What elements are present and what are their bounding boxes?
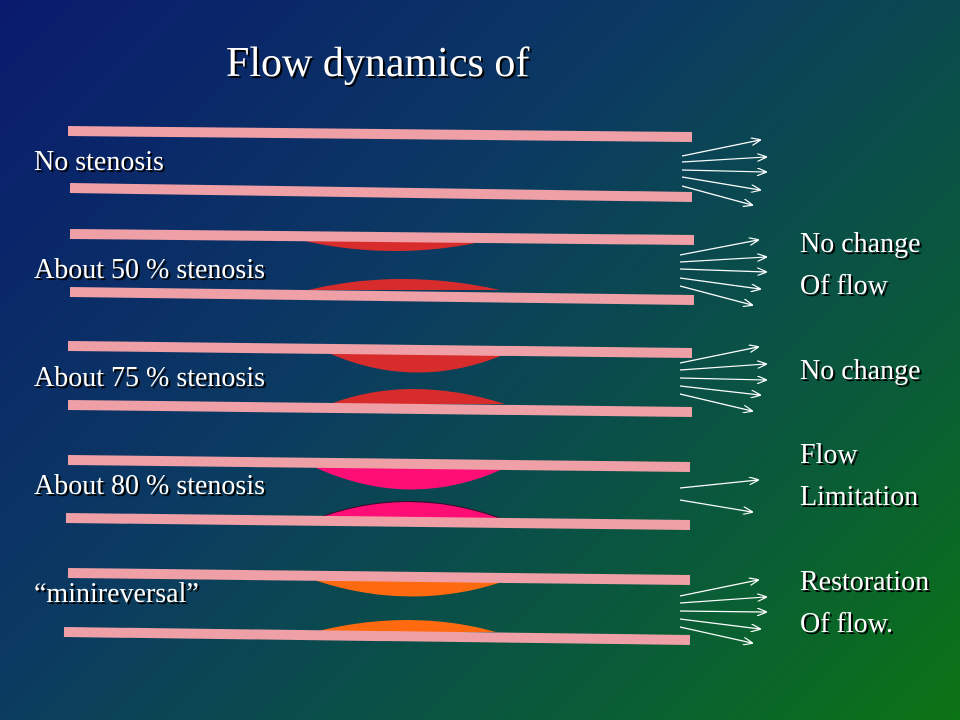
vessel-wall-bottom xyxy=(63,627,691,645)
flow-arrows xyxy=(679,580,766,643)
label-80-stenosis: About 80 % stenosis xyxy=(34,470,265,501)
vessel-80-stenosis xyxy=(65,455,758,530)
label-minireversal: “minireversal” xyxy=(34,578,199,609)
flow-arrows xyxy=(679,240,766,305)
plaque-bottom xyxy=(317,501,506,521)
outcome-minireversal-line1: Restoration xyxy=(800,566,930,597)
plaque-top xyxy=(300,240,490,251)
vessel-wall-top xyxy=(67,455,691,472)
flow-arrows xyxy=(681,140,766,205)
plaque-bottom xyxy=(330,389,505,404)
vessel-wall-bottom xyxy=(67,400,693,417)
vessel-wall-bottom xyxy=(69,287,695,305)
outcome-80-line2: Limitation xyxy=(800,481,919,512)
vessel-wall-top xyxy=(67,341,693,358)
plaque-top xyxy=(322,350,510,373)
vessel-wall-top xyxy=(67,568,691,585)
vessel-wall-bottom xyxy=(65,513,691,530)
plaque-top xyxy=(312,466,505,490)
flow-arrows xyxy=(679,347,766,411)
vessel-minireversal xyxy=(63,568,766,645)
outcome-75-line1: No change xyxy=(800,355,921,386)
outcome-50-line2: Of flow xyxy=(800,270,888,301)
vessel-wall-bottom xyxy=(69,183,693,202)
vessel-75-stenosis xyxy=(67,341,766,417)
vessel-wall-top xyxy=(69,229,695,245)
outcome-80-line1: Flow xyxy=(800,439,858,470)
plaque-top xyxy=(314,580,502,597)
slide-title: Flow dynamics of xyxy=(226,40,530,86)
vessel-50-stenosis xyxy=(69,229,766,305)
outcome-minireversal-line2: Of flow. xyxy=(800,608,894,639)
vessel-no-stenosis xyxy=(67,126,766,205)
plaque-bottom xyxy=(314,620,496,632)
vessel-wall-top xyxy=(67,126,693,142)
label-no-stenosis: No stenosis xyxy=(34,146,164,177)
outcome-50-line1: No change xyxy=(800,228,921,259)
plaque-bottom xyxy=(308,279,500,290)
label-50-stenosis: About 50 % stenosis xyxy=(34,254,265,285)
label-75-stenosis: About 75 % stenosis xyxy=(34,362,265,393)
flow-arrows xyxy=(679,480,758,512)
